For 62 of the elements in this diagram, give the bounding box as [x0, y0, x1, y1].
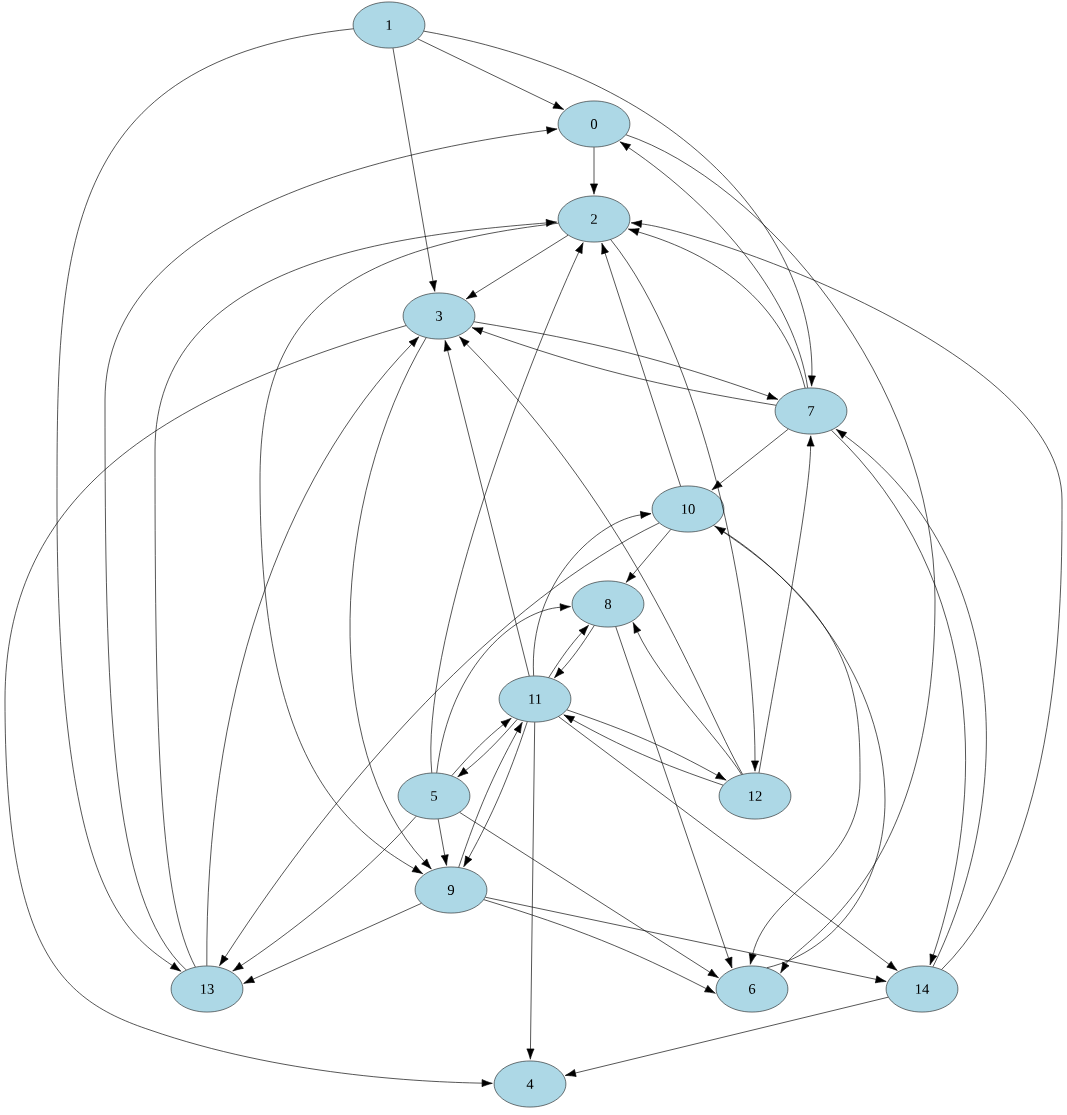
arrow: [483, 899, 716, 994]
arrow: [243, 903, 422, 984]
arrow: [104, 126, 558, 971]
arrow: [430, 242, 584, 774]
arrow: [459, 812, 719, 979]
arrow: [831, 429, 966, 966]
graph-node: 3: [402, 292, 476, 340]
arrow: [758, 435, 815, 774]
arrow: [423, 30, 816, 387]
arrow: [154, 219, 557, 968]
arrow: [473, 321, 779, 400]
arrow: [232, 815, 417, 972]
graph-node: 2: [557, 195, 631, 243]
arrow: [615, 626, 733, 969]
arrow: [56, 28, 354, 972]
arrow: [564, 996, 889, 1077]
arrow: [471, 327, 777, 406]
arrow: [625, 529, 672, 583]
graph-node: 7: [774, 387, 848, 435]
graph-node: 5: [397, 772, 471, 820]
graph-node: 4: [493, 1060, 567, 1108]
arrow: [628, 228, 806, 389]
arrow: [601, 242, 681, 487]
graph-node: 12: [718, 772, 792, 820]
arrow: [436, 603, 571, 774]
arrow: [437, 818, 449, 866]
arrow: [457, 719, 518, 778]
arrow: [451, 717, 512, 777]
arrow: [630, 220, 1063, 970]
graph-node: 11: [498, 675, 572, 723]
arrow: [4, 325, 493, 1088]
graph-node: 0: [557, 100, 631, 148]
arrow: [465, 234, 569, 300]
arrow: [554, 625, 595, 679]
arrow: [625, 134, 936, 974]
arrow: [533, 511, 652, 677]
arrow: [590, 147, 598, 195]
arrow: [349, 337, 432, 870]
arrow: [417, 38, 565, 110]
arrow: [610, 239, 759, 772]
arrow: [259, 222, 559, 875]
arrow: [632, 622, 742, 775]
arrow: [835, 429, 987, 968]
arrow: [619, 141, 808, 389]
graph-node: 9: [414, 866, 488, 914]
graph-node: 14: [885, 965, 959, 1013]
arrow: [206, 336, 420, 967]
arrow: [526, 722, 536, 1060]
graph-node: 6: [715, 965, 789, 1013]
arrow: [443, 340, 530, 677]
graph-node: 8: [571, 580, 645, 628]
graph-node: 10: [651, 485, 725, 533]
arrow: [485, 896, 887, 984]
arrow: [219, 522, 660, 967]
graph-node: 1: [352, 1, 426, 49]
arrow: [548, 624, 589, 678]
arrow: [558, 716, 898, 971]
graph-node: 13: [170, 965, 244, 1013]
arrow: [459, 336, 743, 775]
arrow: [392, 47, 437, 292]
arrow: [711, 428, 789, 491]
arrow: [714, 525, 886, 969]
